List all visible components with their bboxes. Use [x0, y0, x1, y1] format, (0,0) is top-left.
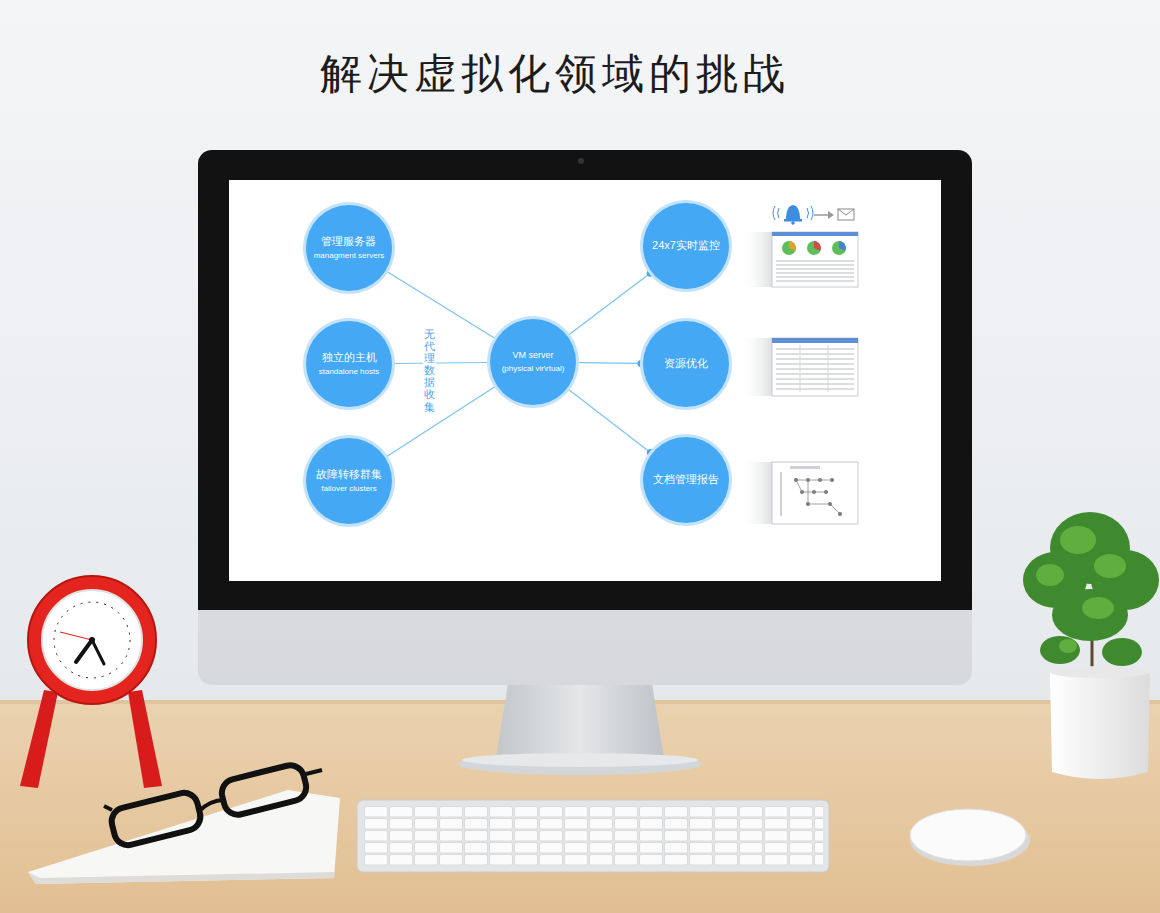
- circle-node: 独立的主机 standalone hosts: [303, 318, 395, 410]
- circle-node: VM server (physical vir\rtual): [487, 316, 579, 408]
- connector-line: [387, 272, 494, 339]
- node-label-group: 独立的主机 standalone hosts: [319, 351, 380, 377]
- node-title: 管理服务器: [314, 235, 385, 249]
- node-label-group: 文档管理报告: [653, 473, 719, 487]
- node-subtitle: (physical vir\rtual): [502, 364, 565, 374]
- node-subtitle: managment servers: [314, 251, 385, 261]
- keyboard: [357, 800, 829, 872]
- circle-node: 管理服务器 managment servers: [303, 202, 395, 294]
- circle-node: 24x7实时监控: [640, 200, 732, 292]
- node-label-group: 24x7实时监控: [652, 239, 720, 253]
- dashboard-thumbnail: [740, 232, 858, 287]
- table-thumbnail: [740, 338, 858, 396]
- node-subtitle: failover clusters: [316, 484, 382, 494]
- node-label-group: VM server (physical vir\rtual): [502, 350, 565, 373]
- node-title: 故障转移群集: [316, 468, 382, 482]
- node-subtitle: standalone hosts: [319, 367, 380, 377]
- node-label-group: 故障转移群集 failover clusters: [316, 468, 382, 494]
- potted-plant: [1023, 512, 1159, 779]
- node-title: 24x7实时监控: [652, 239, 720, 253]
- page-title: 解决虚拟化领域的挑战: [0, 46, 1110, 102]
- circle-outline: [303, 318, 395, 410]
- node-title: 独立的主机: [319, 351, 380, 365]
- glasses: [104, 762, 322, 848]
- side-note: 无代理数据收集: [423, 327, 436, 414]
- node-title: 文档管理报告: [653, 473, 719, 487]
- circle-outline: [303, 202, 395, 294]
- alarm-clock: [20, 576, 162, 788]
- circle-node: 文档管理报告: [640, 434, 732, 526]
- node-label-group: 资源优化: [664, 357, 708, 371]
- circle-outline: [487, 316, 579, 408]
- node-title: VM server: [502, 350, 565, 361]
- circle-node: 故障转移群集 failover clusters: [303, 435, 395, 527]
- connector-line: [394, 362, 488, 363]
- connector-line: [578, 362, 641, 364]
- mouse: [910, 809, 1030, 866]
- circle-node: 资源优化: [640, 318, 732, 410]
- circle-outline: [303, 435, 395, 527]
- connector-line: [569, 389, 651, 452]
- chart-thumbnail: [740, 462, 858, 524]
- connector-line: [387, 386, 495, 456]
- alert-icon: [773, 205, 854, 225]
- node-title: 资源优化: [664, 357, 708, 371]
- connector-line: [569, 273, 650, 335]
- node-label-group: 管理服务器 managment servers: [314, 235, 385, 261]
